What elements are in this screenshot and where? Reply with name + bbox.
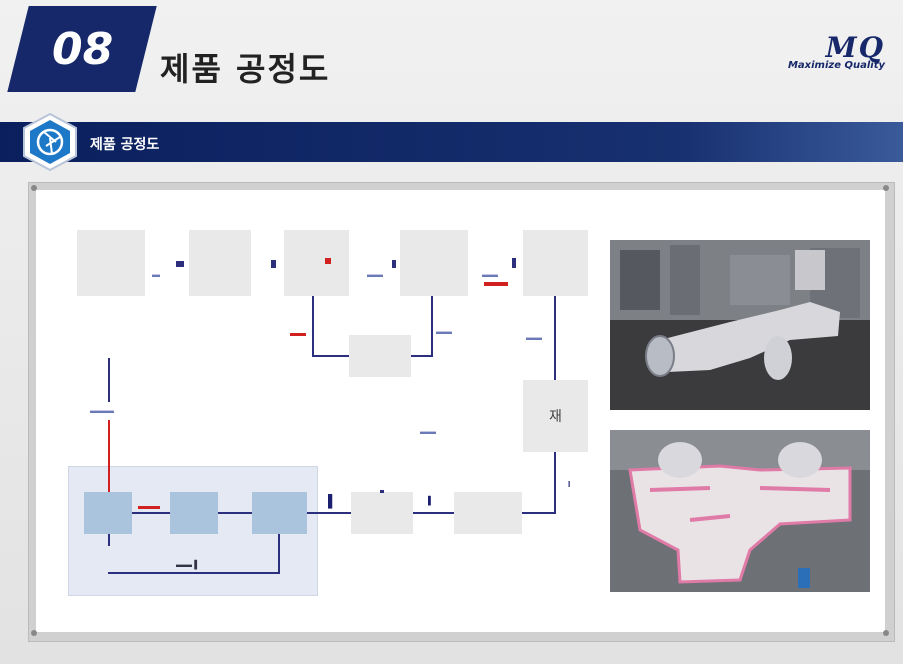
frame-rivet <box>31 630 37 636</box>
return-flow-label: ▬▬ ▌ <box>176 560 200 569</box>
flow-tag: I <box>568 480 571 489</box>
flow-mark-red <box>484 282 508 286</box>
flow-line <box>278 534 280 574</box>
photo-robot-arm-assembly <box>610 240 870 410</box>
flow-line <box>307 512 351 514</box>
flow-line <box>312 355 349 357</box>
flow-line <box>108 534 110 546</box>
frame-rivet <box>883 185 889 191</box>
flow-line <box>554 296 556 380</box>
flow-tag: ▌ <box>428 496 434 505</box>
flow-tag: ▬▬ <box>367 270 383 279</box>
flow-arrow <box>392 260 396 268</box>
logo-mark: MQ <box>825 31 885 64</box>
section-band <box>0 122 903 162</box>
flow-arrow <box>271 260 276 268</box>
process-step-2 <box>189 230 251 296</box>
frame-rivet <box>31 185 37 191</box>
process-step-8 <box>351 492 413 534</box>
process-step-6-label: 재 <box>549 408 562 424</box>
process-substep <box>349 335 411 377</box>
flow-arrow <box>176 261 184 267</box>
section-number: 08 <box>52 24 114 75</box>
page-title: 제품 공정도 <box>160 50 331 88</box>
aperture-icon <box>23 112 77 172</box>
process-step-4 <box>400 230 468 296</box>
process-step-5 <box>523 230 588 296</box>
flow-tag: ▌ <box>328 494 337 508</box>
flow-line <box>380 490 384 493</box>
section-band-label: 제품 공정도 <box>90 137 160 153</box>
flow-line <box>108 572 280 574</box>
flow-line <box>413 512 454 514</box>
flow-arrow <box>512 258 516 268</box>
return-line-top <box>108 358 110 402</box>
flow-tag: ▬▬ <box>526 333 542 342</box>
flow-line <box>312 296 314 356</box>
flow-mark-red <box>138 506 160 509</box>
flow-line <box>132 512 170 514</box>
flow-tag: ▬ <box>152 270 160 279</box>
inspection-step-2 <box>170 492 218 534</box>
flow-line <box>554 452 556 514</box>
flow-tag: ▬▬ <box>436 327 452 336</box>
flow-line <box>411 355 433 357</box>
photo-pink-fitting-assembly <box>610 430 870 592</box>
process-step-7 <box>454 492 522 534</box>
flow-mark-red <box>325 258 331 264</box>
return-line <box>108 420 110 492</box>
flow-mark-red <box>290 333 306 336</box>
inspection-step-1 <box>84 492 132 534</box>
inspection-step-3 <box>252 492 307 534</box>
logo-tagline: Maximize Quality <box>787 60 885 71</box>
process-step-1 <box>77 230 145 296</box>
frame-rivet <box>883 630 889 636</box>
flow-line <box>522 512 556 514</box>
company-logo: MQ Maximize Quality <box>787 31 885 72</box>
return-tag: ▬▬▬ <box>90 406 114 415</box>
process-step-6: 재 <box>523 380 588 452</box>
process-step-3 <box>284 230 349 296</box>
flow-tag: ▬▬ <box>482 270 498 279</box>
flow-line <box>431 296 433 357</box>
flow-line <box>218 512 252 514</box>
flow-tag: ▬▬ <box>420 427 436 436</box>
